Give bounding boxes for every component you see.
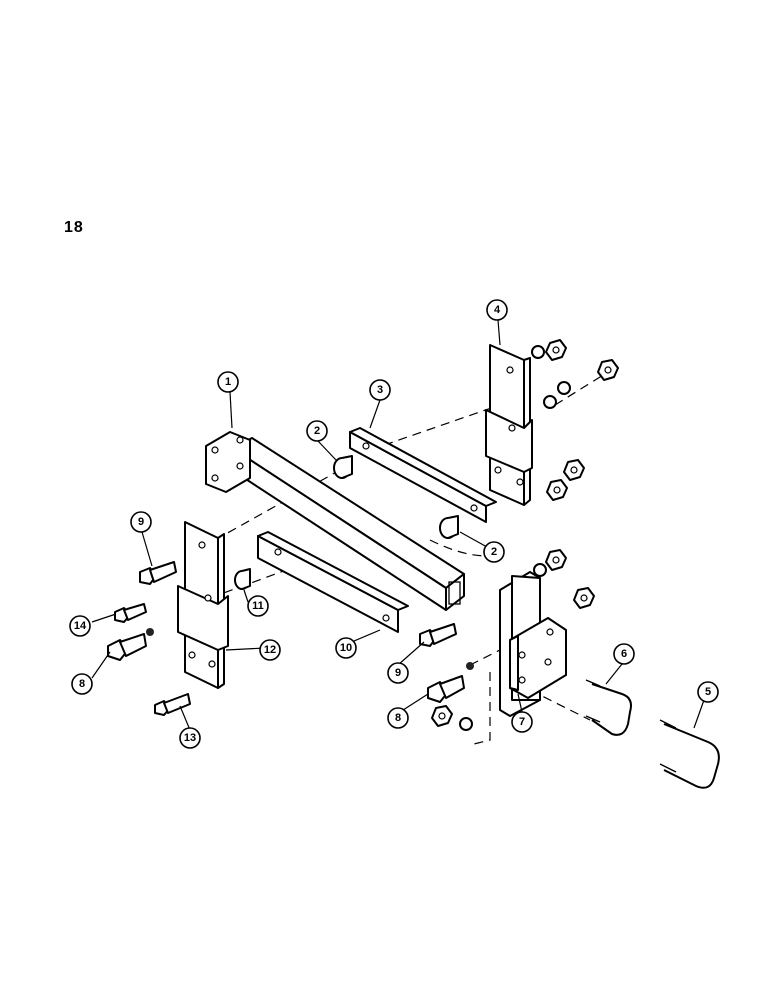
svg-text:7: 7 [519, 716, 525, 728]
svg-text:8: 8 [79, 678, 85, 690]
svg-text:14: 14 [74, 620, 87, 632]
svg-text:6: 6 [621, 648, 627, 660]
callout-14: 14 [69, 615, 91, 637]
svg-text:9: 9 [138, 516, 144, 528]
callout-2-upper: 2 [306, 420, 328, 442]
callout-2-lower: 2 [483, 541, 505, 563]
svg-text:5: 5 [705, 686, 711, 698]
part-12-left-plate [177, 521, 229, 689]
callout-3: 3 [369, 379, 391, 401]
svg-text:11: 11 [252, 600, 264, 612]
bolts [107, 561, 465, 716]
part-7-bracket [499, 571, 567, 717]
part-4-right-plate [485, 344, 533, 506]
svg-text:10: 10 [340, 642, 352, 654]
svg-text:3: 3 [377, 384, 383, 396]
svg-text:2: 2 [491, 546, 497, 558]
part-2-spacers [333, 455, 459, 539]
part-11-spacer [234, 568, 251, 590]
svg-text:9: 9 [395, 667, 401, 679]
callout-12: 12 [259, 639, 281, 661]
part-10-lower-bar [257, 531, 409, 633]
svg-text:12: 12 [264, 644, 276, 656]
u-bolts [585, 679, 720, 789]
leader-lines [91, 319, 705, 731]
callout-13: 13 [179, 727, 201, 749]
callout-1: 1 [217, 371, 239, 393]
callout-5: 5 [697, 681, 719, 703]
callout-10: 10 [335, 637, 357, 659]
callout-9-right: 9 [387, 662, 409, 684]
svg-text:1: 1 [225, 376, 231, 388]
callout-9-left: 9 [130, 511, 152, 533]
callout-11: 11 [247, 595, 269, 617]
callout-8-right: 8 [387, 707, 409, 729]
part-1-main-tube [205, 431, 465, 611]
nuts-and-washers [146, 339, 619, 731]
svg-text:8: 8 [395, 712, 401, 724]
callout-4: 4 [486, 299, 508, 321]
callout-8-left: 8 [71, 673, 93, 695]
callout-7: 7 [511, 711, 533, 733]
svg-text:13: 13 [184, 732, 196, 744]
page-number: 18 [64, 219, 84, 236]
svg-text:2: 2 [314, 425, 320, 437]
svg-text:4: 4 [494, 304, 501, 316]
part-3-upper-bar [349, 427, 497, 523]
callout-6: 6 [613, 643, 635, 665]
